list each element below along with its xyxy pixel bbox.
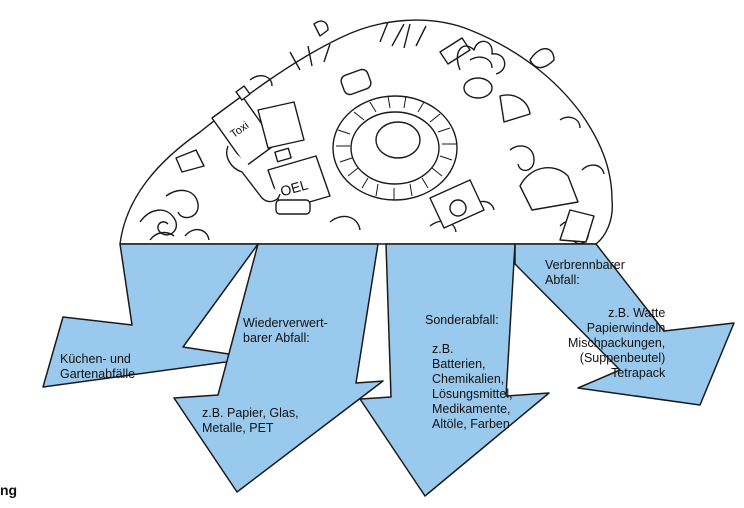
arrow-hazardous-examples: z.B. Batterien, Chemikalien, Lösungsmitt… (432, 342, 513, 431)
arrow-kitchen-label: Küchen- und Gartenabfälle (60, 352, 136, 381)
arrow-combustible-title: Verbrennbarer Abfall: (545, 258, 625, 287)
arrow-combustible-examples: z.B. Watte Papierwindeln Mischpackungen,… (568, 306, 666, 380)
arrow-hazardous-waste (359, 243, 550, 497)
caption-fragment: ng (0, 482, 18, 498)
arrow-recyclable-examples: z.B. Papier, Glas, Metalle, PET (202, 406, 299, 435)
arrow-recyclable-waste (173, 243, 384, 493)
arrow-kitchen-garden-waste (42, 243, 259, 388)
arrow-recyclable-title: Wiederverwert- barer Abfall: (243, 316, 328, 345)
arrow-combustible-waste (514, 243, 735, 406)
arrow-hazardous-title: Sonderabfall: (425, 313, 499, 327)
trash-heap-illustration: Toxi OEL (119, 19, 613, 245)
oel-label: OEL (278, 176, 310, 199)
